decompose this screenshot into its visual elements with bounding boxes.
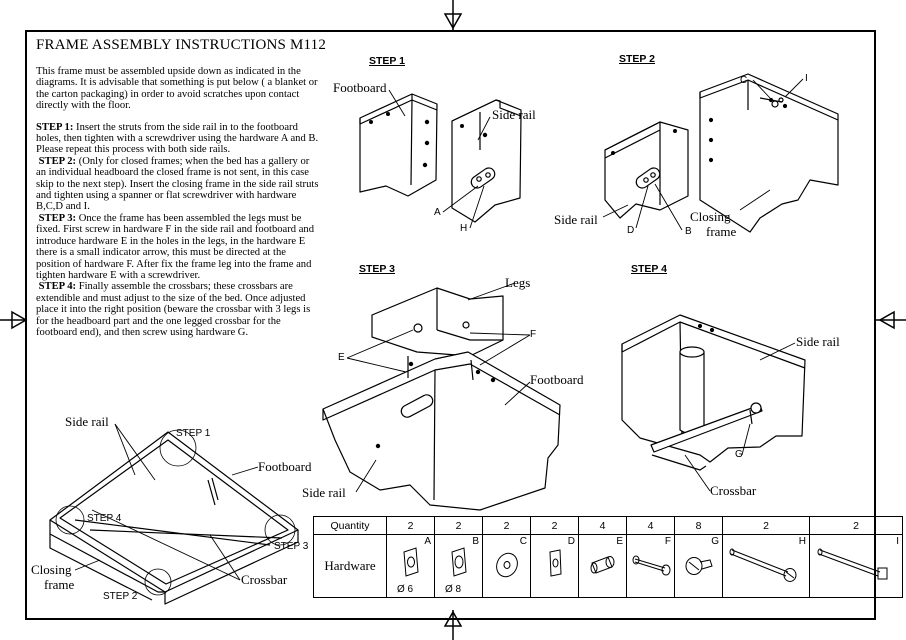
step3-paragraph: STEP 3: Once the frame has been assemble… (36, 212, 315, 281)
hw-a-diameter: Ø 6 (397, 584, 414, 595)
label-siderail-step4: Side rail (796, 334, 840, 349)
hw-e-letter: E (616, 536, 623, 547)
qty-e: 4 (578, 516, 627, 535)
label-a-step1: A (434, 207, 441, 218)
overview-footboard-label: Footboard (258, 459, 312, 474)
intro-paragraph: This frame must be assembled upside down… (36, 66, 318, 112)
step1-paragraph: STEP 1: Insert the struts from the side … (36, 121, 319, 156)
step3-legs-drawing (371, 287, 504, 357)
overview-crossbar-label: Crossbar (241, 572, 288, 587)
leader-lines (74, 78, 804, 581)
qty-b: 2 (434, 516, 483, 535)
label-crossbar-step4: Crossbar (710, 483, 757, 498)
overview-frame-drawing (49, 429, 299, 605)
step4-paragraph: STEP 4: Finally assemble the crossbars; … (36, 281, 311, 338)
label-siderail-step3: Side rail (302, 485, 346, 500)
step1-heading: STEP 1 (369, 55, 405, 67)
qty-c: 2 (482, 516, 531, 535)
overview-step2-label: STEP 2 (103, 591, 138, 602)
label-legs-step3: Legs (505, 275, 531, 290)
step2-heading: STEP 2 (619, 53, 655, 65)
label-footboard-step3: Footboard (530, 372, 584, 387)
hw-c-letter: C (519, 536, 527, 547)
hw-i: I (809, 534, 903, 598)
step2-siderail-drawing (604, 121, 689, 219)
qty-d: 2 (530, 516, 579, 535)
step1-footboard-drawing (359, 93, 438, 197)
hw-g-letter: G (711, 536, 719, 547)
label-siderail-step2: Side rail (554, 212, 598, 227)
quantity-row: Quantity 2 2 2 2 4 4 8 2 2 (313, 516, 903, 535)
qty-h: 2 (722, 516, 810, 535)
step4-heading: STEP 4 (631, 263, 667, 275)
square-nut-icon (548, 548, 562, 577)
cam-lock-icon (590, 555, 614, 574)
label-g-step4: G (735, 449, 743, 460)
step3-heading: STEP 3 (359, 263, 395, 275)
hw-f-letter: F (664, 536, 671, 547)
long-bolt-icon (729, 548, 797, 582)
qty-g: 8 (674, 516, 723, 535)
hw-h-letter: H (798, 536, 806, 547)
label-d-step2: D (627, 225, 635, 236)
label-f-step3: F (530, 329, 537, 340)
overview-step1-label: STEP 1 (176, 428, 211, 439)
label-closing-step2: Closing (690, 209, 731, 224)
qty-i: 2 (809, 516, 903, 535)
label-frame-step2: frame (706, 224, 737, 239)
hw-i-letter: I (896, 536, 899, 547)
hw-a-letter: A (424, 536, 431, 547)
overview-step4-label: STEP 4 (87, 513, 122, 524)
label-b-step2: B (685, 226, 692, 237)
hw-h: H (722, 534, 810, 598)
overview-step3-label: STEP 3 (274, 541, 309, 552)
page-border (25, 30, 876, 620)
hardware-row: Hardware A Ø 6 B Ø 8 C D E F G (313, 534, 903, 598)
label-i-step2: I (805, 73, 808, 84)
hw-e: E (578, 534, 627, 598)
label-footboard-step1: Footboard (333, 80, 387, 95)
hw-a: A Ø 6 (386, 534, 435, 598)
cam-bolt-icon (632, 555, 670, 575)
hw-d: D (530, 534, 579, 598)
hardware-table: Quantity 2 2 2 2 4 4 8 2 2 Hardware A Ø … (313, 516, 903, 598)
qty-a: 2 (386, 516, 435, 535)
hw-f: F (626, 534, 675, 598)
hw-d-letter: D (567, 536, 575, 547)
label-c-step2: C (740, 75, 748, 86)
label-e-step3: E (338, 352, 345, 363)
quantity-header: Quantity (313, 516, 387, 535)
label-siderail-step1: Side rail (492, 107, 536, 122)
washer-icon (495, 552, 518, 577)
page-title: FRAME ASSEMBLY INSTRUCTIONS M112 (36, 37, 327, 53)
overview-frame-label: frame (44, 577, 75, 592)
hw-b-diameter: Ø 8 (445, 584, 462, 595)
hardware-header: Hardware (313, 534, 387, 598)
plate-nut-icon (450, 546, 467, 577)
step2-paragraph: STEP 2: (Only for closed frames; when th… (36, 155, 319, 213)
plate-nut-icon (402, 546, 419, 577)
step3-frame-drawing (322, 351, 561, 511)
instructions-text: This frame must be assembled upside down… (36, 66, 319, 338)
hw-b: B Ø 8 (434, 534, 483, 598)
step1-siderail-drawing (451, 99, 522, 223)
label-h-step1: H (460, 223, 468, 234)
step2-closingframe-drawing (699, 73, 839, 233)
overview-siderail-label: Side rail (65, 414, 109, 429)
qty-f: 4 (626, 516, 675, 535)
hw-b-letter: B (472, 536, 479, 547)
overview-closing-label: Closing (31, 562, 72, 577)
screw-icon (685, 556, 713, 575)
hw-g: G (674, 534, 723, 598)
hw-c: C (482, 534, 531, 598)
step4-drawing (621, 314, 806, 471)
long-square-bolt-icon (817, 548, 888, 579)
